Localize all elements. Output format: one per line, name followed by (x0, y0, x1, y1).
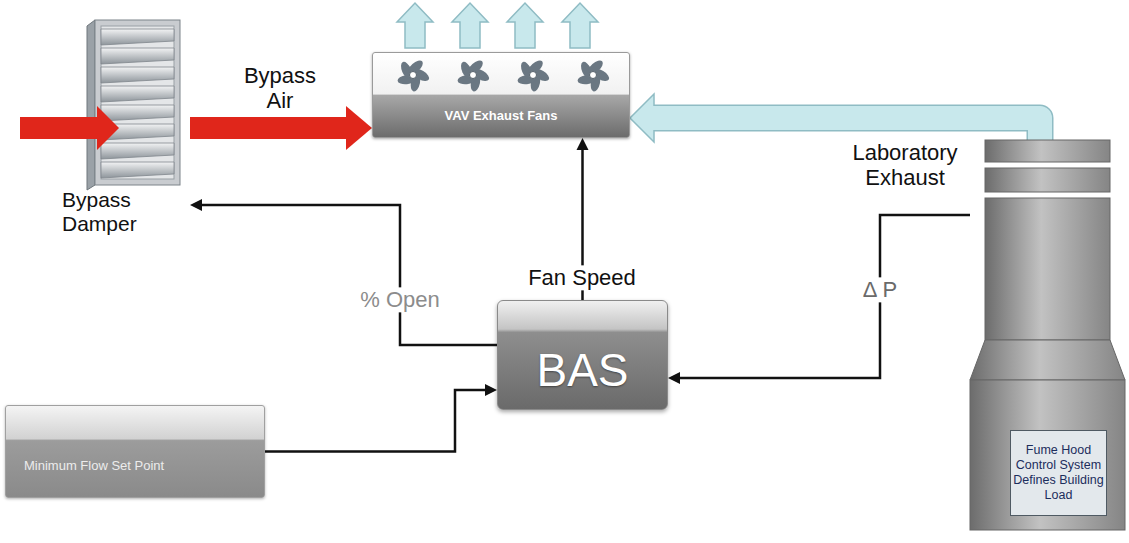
exhaust-fan-box: VAV Exhaust Fans (372, 52, 630, 138)
arrowhead (577, 138, 589, 150)
connector-label: Δ P (859, 277, 901, 302)
damper-louver (101, 143, 174, 159)
fan-icon (517, 58, 551, 92)
bypass-damper: Bypass Damper (15, 20, 190, 245)
connector-label: Laboratory Exhaust (844, 140, 967, 191)
exhaust-up-arrow (562, 3, 598, 48)
connector-label: Fan Speed (524, 265, 640, 290)
damper-louver (101, 105, 174, 121)
connector-line (201, 205, 497, 345)
signal-line (668, 215, 970, 384)
bas-controller: BAS (497, 300, 668, 410)
arrowhead (630, 94, 654, 142)
connector-label: Bypass Air (231, 63, 329, 114)
arrowhead (668, 372, 680, 384)
damper-louver (101, 29, 174, 45)
hood-flare (970, 340, 1125, 380)
bypass-inlet-arrow (20, 106, 119, 150)
damper-opening (101, 26, 174, 179)
exhaust-up-arrow (397, 3, 433, 48)
damper-louver (101, 48, 174, 64)
node-shape (15, 20, 190, 245)
connector-outline (653, 118, 1040, 140)
damper-side (87, 20, 95, 190)
damper-louver (101, 86, 174, 102)
node-text: Bypass Damper (62, 188, 182, 236)
arrowhead (346, 106, 372, 150)
connector-line (679, 215, 970, 378)
connector-label: % Open (356, 287, 444, 312)
fume-hood: Fume Hood Control System Defines Buildin… (970, 140, 1125, 532)
connector-line (653, 118, 1040, 140)
stack-collar (985, 140, 1110, 162)
fan-hub (590, 72, 597, 79)
node-text: BAS (498, 331, 667, 409)
setpoint-box: Minimum Flow Set Point (5, 405, 265, 498)
node-text: Minimum Flow Set Point (24, 446, 256, 486)
arrowhead (485, 384, 497, 396)
signal-line (190, 199, 497, 345)
node-text: Fume Hood Control System Defines Buildin… (1010, 430, 1107, 516)
exhaust-up-arrow (452, 3, 488, 48)
hood-cabinet (970, 380, 1125, 530)
arrowhead (190, 199, 202, 211)
node-text: VAV Exhaust Fans (373, 95, 629, 137)
signal-line (265, 384, 497, 452)
exhaust-up-arrow (507, 3, 543, 48)
lab-exhaust-arrow (630, 94, 1040, 142)
fan-hub (470, 72, 477, 79)
connector-line (190, 117, 347, 139)
stack-collar (985, 168, 1110, 192)
fan-hub (410, 72, 417, 79)
fan-icon (457, 58, 491, 92)
damper-louver (101, 162, 174, 178)
stack-body (985, 198, 1110, 340)
fan-icon (577, 58, 611, 92)
fan-hub (530, 72, 537, 79)
fan-icon (397, 58, 431, 92)
damper-frame (95, 20, 180, 185)
node-shape (373, 53, 631, 139)
connector-line (265, 390, 486, 452)
damper-louver (101, 67, 174, 83)
